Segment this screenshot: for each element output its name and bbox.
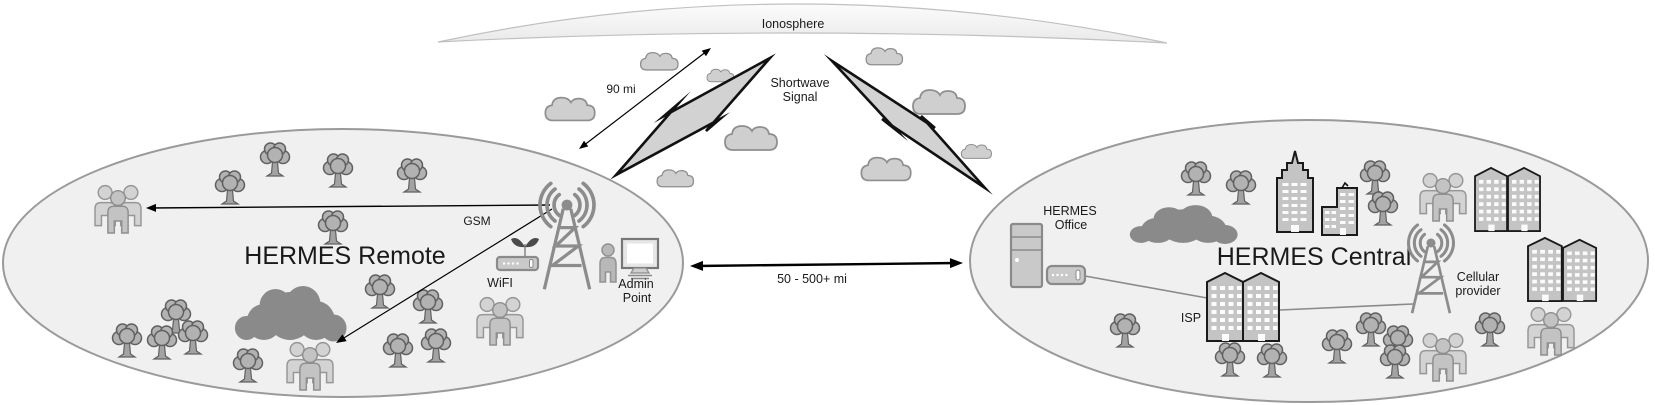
cloud-icon [724,125,778,151]
remote-zone-title: HERMES Remote [244,242,445,270]
arrowhead-icon [336,334,347,343]
isp-building-icon [1206,272,1244,342]
arrowhead-icon [690,260,704,271]
remote-zone: HERMES Remote GSM WiFI [2,128,684,398]
hermes-office-label-line1: HERMES [1043,204,1096,218]
isp-building-icon [1242,272,1280,342]
apartment-building-icon [1474,166,1508,233]
apartment-building-icon [1562,238,1598,302]
server-icon [1009,222,1044,289]
skyscraper-icon [1276,150,1314,233]
shortwave-signal-label-line2: Signal [783,90,818,104]
cellular-provider-label-line1: Cellular [1457,270,1499,284]
cloud-icon [639,51,679,71]
central-zone: HERMES Central HERMES Office ISP [969,119,1649,403]
l-building-icon [1321,181,1358,236]
arrowhead-icon [949,258,963,269]
cloud-icon [860,156,912,182]
cloud-icon [960,143,993,159]
admin-point-label-line2: Point [623,291,652,305]
arrowhead-icon [579,140,589,149]
modem-isp-cable [1084,275,1208,299]
antenna-leaf-icon [525,238,539,248]
wifi-label: WiFI [487,276,513,290]
apartment-building-icon [1507,166,1541,233]
admin-person-icon [599,243,617,283]
isp-tower-cable [1279,303,1414,311]
link-distance-label: 50 - 500+ mi [777,272,847,286]
shortwave-signal-label-line1: Shortwave [770,76,829,90]
central-zone-title: HERMES Central [1217,243,1412,271]
cloud-icon [656,169,695,188]
isp-label: ISP [1181,311,1201,325]
arrowhead-icon [701,48,711,57]
hop-distance-label: 90 mi [606,82,635,96]
zone-link: 50 - 500+ mi [690,258,963,286]
cloud-icon [544,96,596,122]
modem-icon [1045,264,1087,286]
hermes-office-label-line2: Office [1055,218,1087,232]
wifi-router-icon [495,238,540,272]
computer-icon [620,237,660,280]
rooftop-antenna-icon [1341,181,1349,189]
gsm-link-arrows [146,203,553,343]
ionosphere-label: Ionosphere [762,17,825,31]
cloud-icon [865,47,904,66]
gsm-label: GSM [463,214,490,228]
cloud-icon [912,89,966,115]
arrowhead-icon [146,203,157,212]
antenna-leaf-icon [511,238,525,248]
hop-distance-arrow [579,48,711,149]
sky-layer: Ionosphere 90 mi Shortwave Signal [437,3,1168,195]
apartment-building-icon [1527,236,1563,303]
cellular-provider-label-line2: provider [1455,284,1500,298]
ionosphere-arc [437,3,1168,44]
admin-point-label-line1: Admin [618,277,653,291]
lightning-bolt-icon [610,53,776,180]
lightning-bolt-icon [823,54,993,195]
